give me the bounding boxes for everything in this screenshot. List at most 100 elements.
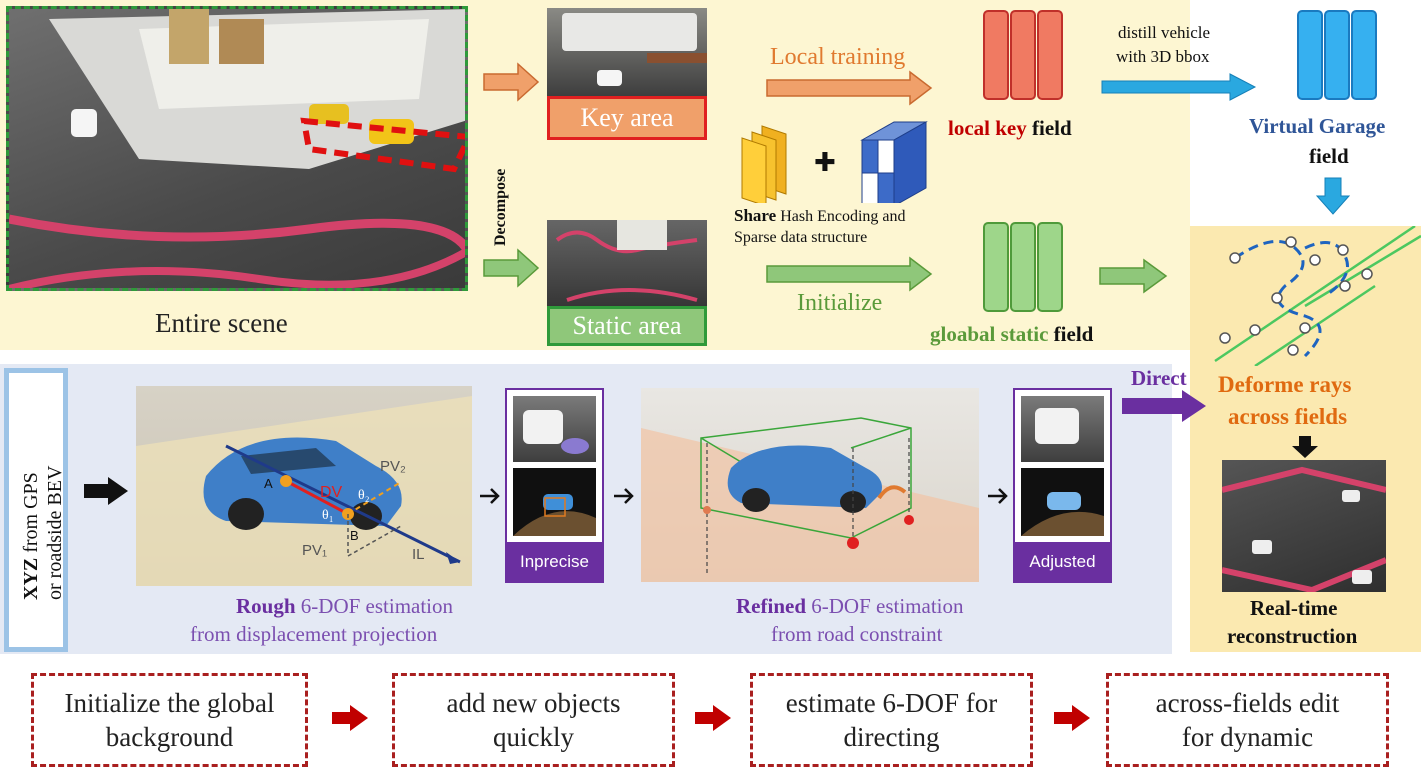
step-1-line1: Initialize the global [64,688,275,718]
deforme-label-line2: across fields [1228,404,1348,429]
step-4-line1: across-fields edit [1155,688,1340,718]
hash-table-icon [741,125,787,203]
global-static-bold: gloabal static [930,322,1049,346]
adjusted-render-image [1021,468,1104,536]
hash-encoding-icons [741,121,928,203]
refined-car-icon [727,445,882,513]
local-key-bold: local key [948,116,1027,140]
adjusted-label: Adjusted [1029,551,1096,571]
direct-label: Direct [1131,366,1187,390]
initialize-label: Initialize [797,290,883,316]
xyz-rest: from GPS [20,472,42,553]
entire-scene-image [6,6,468,291]
step-3-line2: directing [843,722,940,752]
virtual-garage-label: Virtual Garage [1249,114,1386,138]
orange-arrow [483,62,540,102]
rough-caption-line1: Rough 6-DOF estimation [236,594,453,619]
rough-rest: 6-DOF estimation [300,594,454,618]
static-area-image [547,220,707,312]
virtual-garage-field-word: field [1309,144,1349,168]
share-rest: Hash Encoding and [780,208,906,225]
step-box-2: add new objects quickly [392,673,675,767]
label-dv: DV [320,484,343,501]
local-key-field-bar-1 [983,10,1009,100]
inprecise-car-image [513,396,596,462]
inprecise-panel: Inprecise [505,388,604,583]
global-static-bar-1 [983,222,1009,312]
garage-down-arrow [1315,177,1351,215]
green-arrow [483,248,540,288]
refined-caption-line1: Refined 6-DOF estimation [736,594,964,619]
adjusted-label-box: Adjusted [1015,542,1110,581]
global-static-bar-2 [1010,222,1036,312]
global-static-field-label: gloabal static field [930,322,1093,347]
rays-down-arrow [1292,436,1318,458]
global-static-bar-3 [1037,222,1063,312]
step-2-line2: quickly [492,722,574,752]
realtime-label-line2: reconstruction [1227,624,1358,648]
share-caption-line2: Sparse data structure [734,229,868,246]
deforme-label-line1: Deforme rays [1218,372,1352,397]
distill-label-line1: distill vehicle [1118,23,1211,42]
inprecise-label-box: Inprecise [507,542,602,581]
local-key-field-label: local key field [948,116,1072,141]
inprecise-label: Inprecise [520,551,589,571]
xyz-source-box [4,368,68,652]
local-key-field-bar-2 [1010,10,1036,100]
step-arrow-2 [695,705,731,731]
static-area-label: Static area [572,311,682,340]
realtime-label-line1: Real-time [1250,596,1338,620]
virtual-garage-bar-1 [1297,10,1323,100]
decompose-arrows [483,62,540,288]
adjusted-car-image [1021,396,1104,462]
refined-estimation-panel [641,388,979,582]
label-b: B [350,528,359,543]
xyz-label-line1: XYZ from GPS [20,472,43,600]
distill-arrow [1101,73,1257,101]
entire-scene-label: Entire scene [155,308,288,338]
label-pv2: PV₂ [380,458,406,475]
direct-arrow [1122,390,1206,422]
local-training-label: Local training [770,44,906,70]
local-key-field-bar-3 [1037,10,1063,100]
small-arrow-1 [480,488,500,504]
label-theta2: θ₂ [358,488,370,503]
static-area-label-box: Static area [547,306,707,346]
virtual-garage-bar-2 [1324,10,1350,100]
step-arrow-1 [332,705,368,731]
rough-caption-line2: from displacement projection [190,622,438,646]
distill-label-line2: with 3D bbox [1116,47,1210,66]
label-theta1: θ₁ [322,508,334,523]
realtime-reconstruction-image [1222,460,1386,592]
share-caption-line1: Share Hash Encoding and [734,206,906,226]
xyz-right-arrow [84,477,128,505]
xyz-label-line2: or roadside BEV [44,465,66,600]
step-2-line1: add new objects [446,688,621,718]
key-area-label-box: Key area [547,96,707,140]
local-key-field-word: field [1032,116,1072,140]
sparse-grid-icon [860,121,928,203]
refined-rest: 6-DOF estimation [811,594,964,618]
local-training-arrow [766,70,933,106]
step-arrow-3 [1054,705,1090,731]
key-area-label: Key area [580,103,674,132]
static-to-rays-arrow [1099,258,1168,294]
refined-bold: Refined [736,594,806,618]
step-4-line2: for dynamic [1181,722,1314,752]
deformed-rays-illustration [1214,226,1421,366]
refined-caption-line2: from road constraint [771,622,943,646]
adjusted-panel: Adjusted [1013,388,1112,583]
step-box-4: across-fields edit for dynamic [1106,673,1389,767]
small-arrow-2 [614,488,634,504]
xyz-bold: XYZ [20,557,42,600]
plus-icon: ✚ [814,148,836,178]
global-static-field-word: field [1053,322,1094,346]
rough-bold: Rough [236,594,296,618]
label-a: A [264,476,273,491]
decompose-label: Decompose [492,168,509,246]
share-bold: Share [734,206,777,225]
inprecise-render-image [513,468,596,536]
rough-estimation-panel [136,386,472,586]
